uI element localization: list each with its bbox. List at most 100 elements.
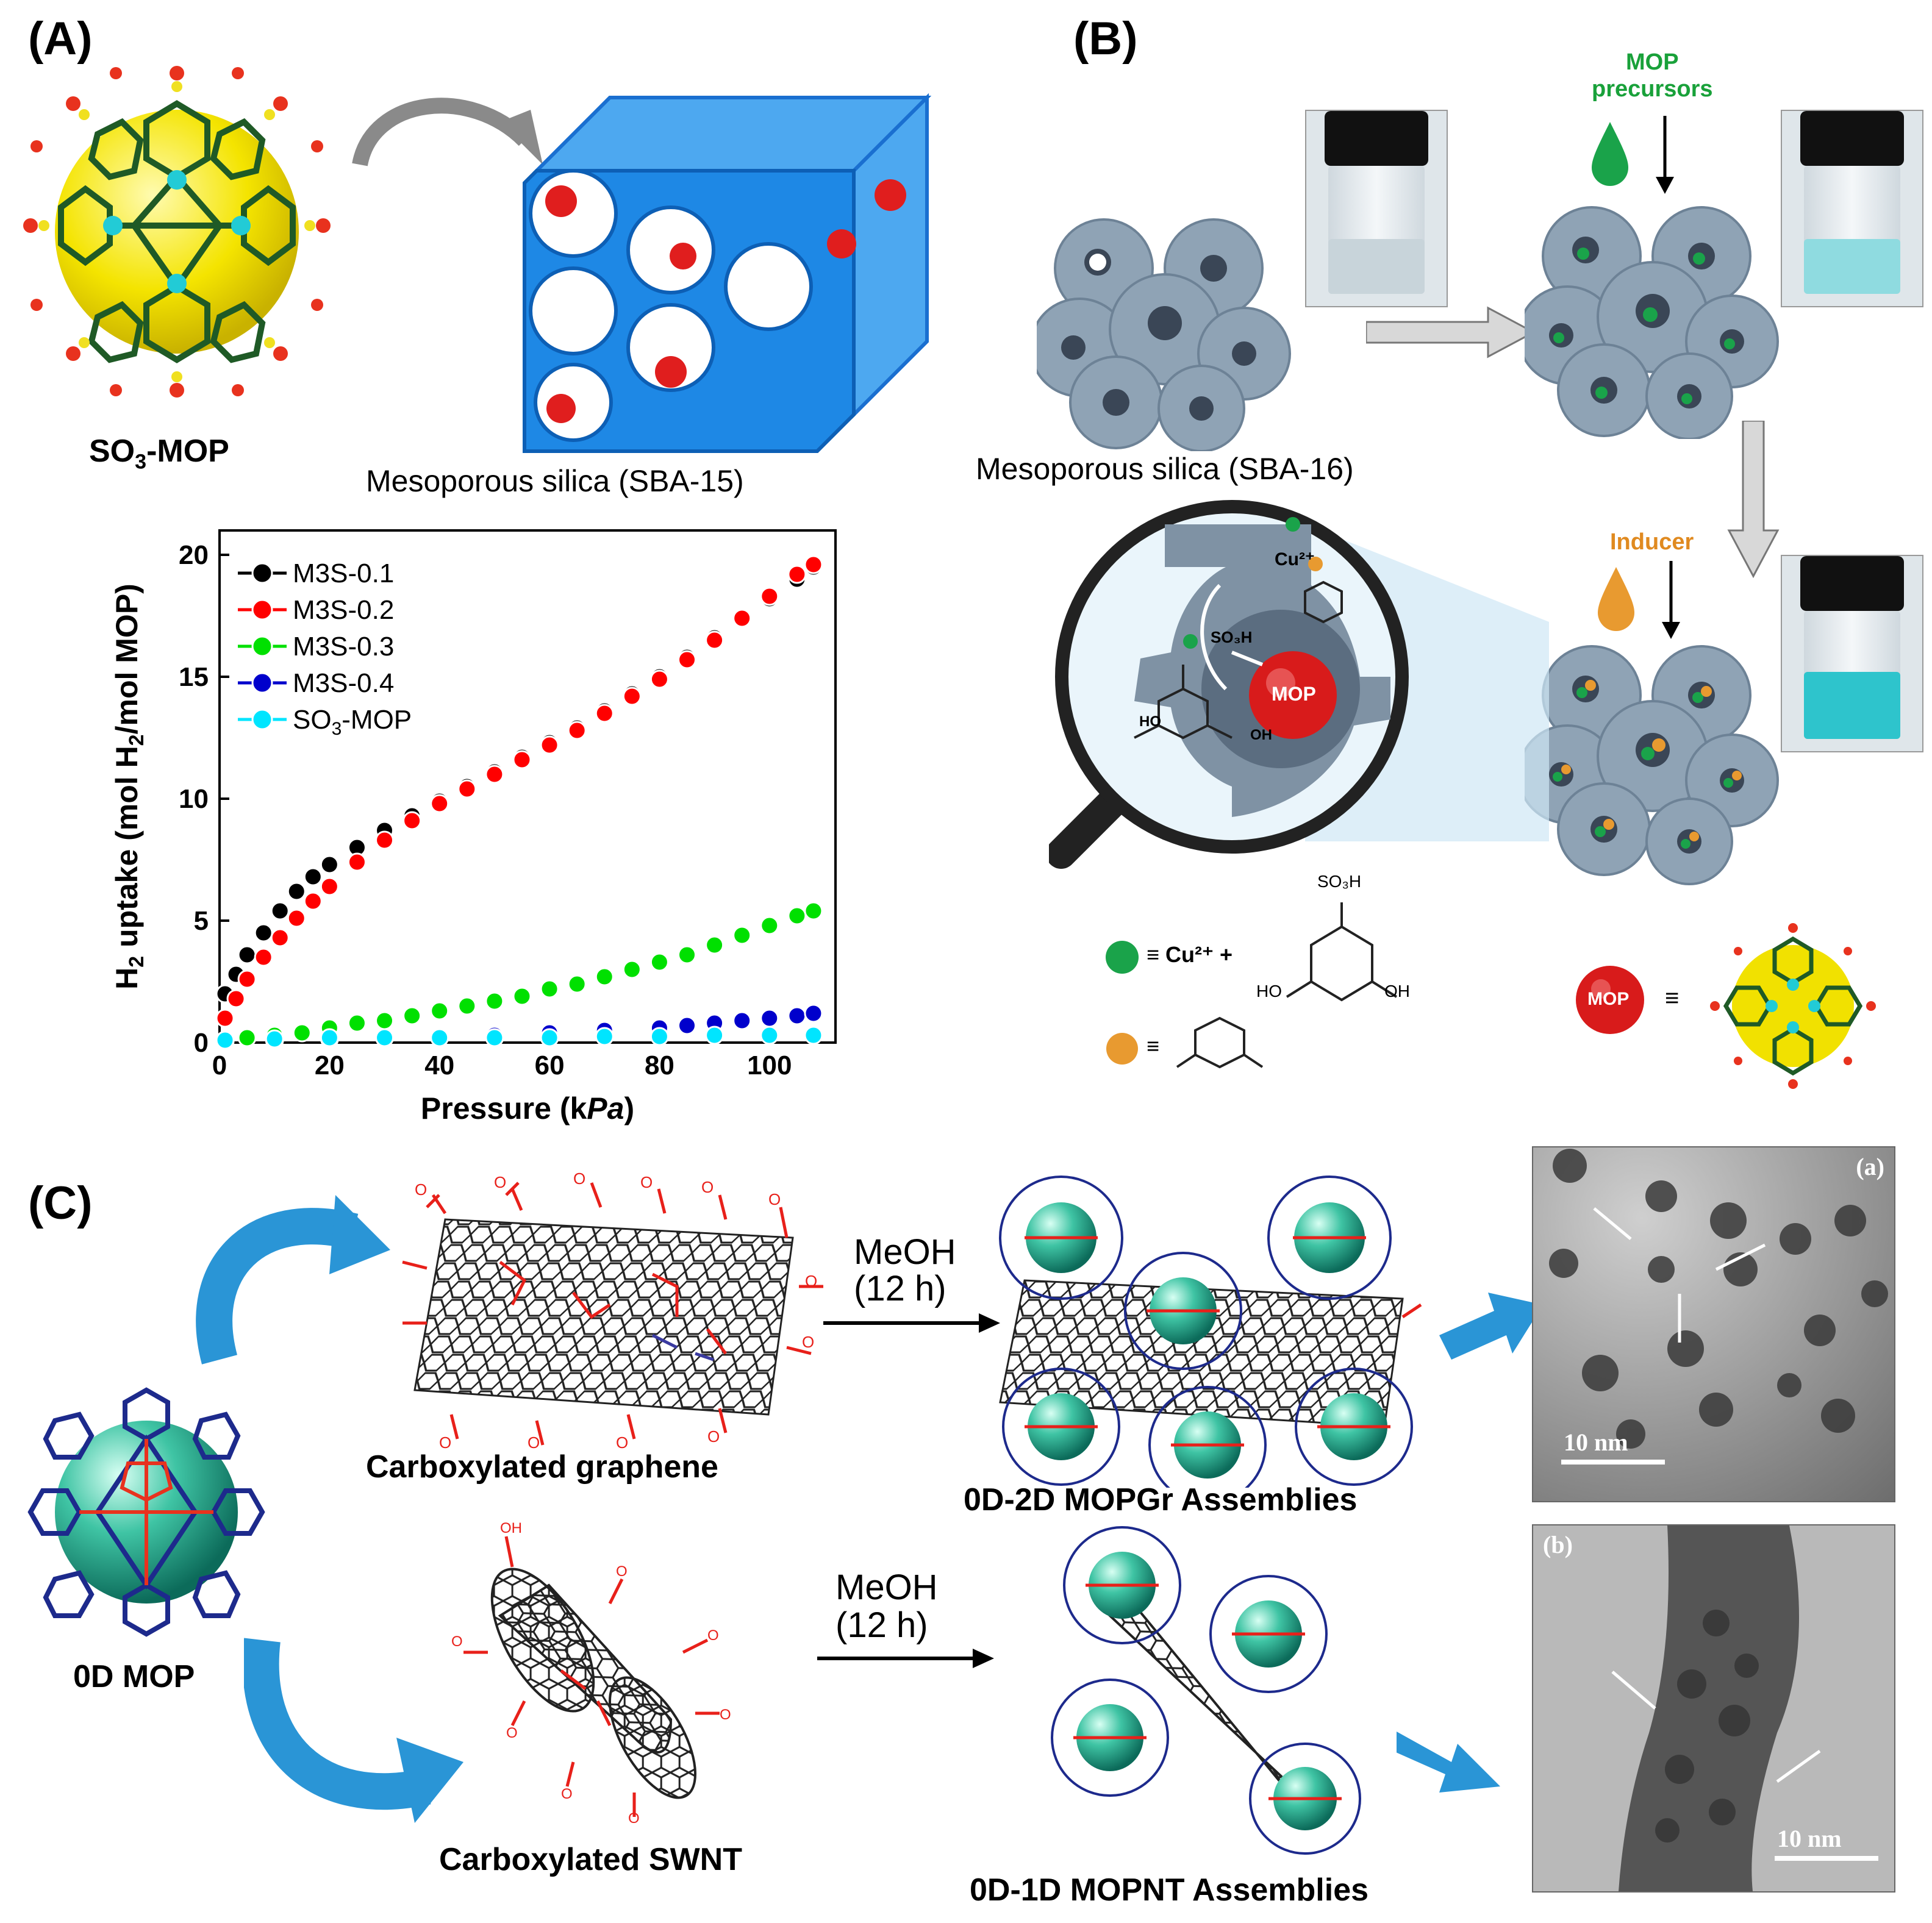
- isophthalic-acid-structure: [1286, 902, 1398, 1002]
- svg-text:O: O: [528, 1433, 540, 1451]
- reaction-arrow-1-icon: [823, 1313, 1000, 1333]
- data-point: [215, 1008, 235, 1028]
- data-point: [402, 1006, 422, 1026]
- curved-arrow-up-icon: [196, 1195, 390, 1365]
- vial-precursors: [1781, 110, 1923, 307]
- x-tick-label: 0: [212, 1051, 227, 1080]
- svg-text:O: O: [616, 1433, 628, 1451]
- mopgr-assembly-label: 0D-2D MOPGr Assemblies: [964, 1482, 1358, 1518]
- svg-text:O: O: [561, 1786, 573, 1802]
- tem-image-a: (a) 10 nm: [1532, 1146, 1895, 1502]
- carboxylated-swnt-label: Carboxylated SWNT: [439, 1842, 742, 1877]
- data-point: [270, 928, 290, 947]
- series-3: [215, 901, 823, 1050]
- svg-text:O: O: [701, 1178, 714, 1196]
- data-point: [320, 1028, 339, 1047]
- key-oh-label: OH: [1384, 982, 1410, 1001]
- legend-label: M3S-0.2: [293, 595, 394, 625]
- data-point: [430, 1001, 449, 1021]
- data-point: [760, 916, 779, 935]
- svg-text:O: O: [805, 1272, 817, 1290]
- tem-a-scale-label: 10 nm: [1564, 1429, 1628, 1456]
- magnifier-so3h-label: SO₃H: [1211, 628, 1253, 646]
- svg-text:O: O: [640, 1173, 653, 1191]
- data-point: [540, 1028, 559, 1047]
- data-point: [347, 1013, 367, 1033]
- data-point: [430, 794, 449, 813]
- svg-text:O: O: [802, 1333, 814, 1351]
- y-axis-label: H2 uptake (mol H2/mol MOP): [110, 583, 148, 990]
- svg-text:O: O: [573, 1171, 585, 1188]
- data-point: [595, 704, 614, 723]
- legend-label: SO3-MOP: [293, 705, 412, 739]
- magnifier-oh-label: OH: [1250, 727, 1272, 743]
- data-point: [254, 947, 273, 967]
- reaction-arrow-2-icon: [817, 1649, 994, 1668]
- data-point: [254, 923, 273, 943]
- legend-label: M3S-0.3: [293, 632, 394, 662]
- key-green-dot-icon: [1106, 941, 1139, 974]
- key-so3-mop-cage-icon: [1710, 923, 1876, 1089]
- svg-text:O: O: [616, 1563, 628, 1580]
- data-point: [457, 996, 477, 1016]
- data-point: [804, 1004, 823, 1023]
- plot-frame: [218, 529, 837, 1044]
- data-point: [540, 979, 559, 999]
- mopnt-assembly-illustration: [1051, 1526, 1361, 1855]
- data-point: [705, 935, 724, 955]
- tem-b-tag: (b): [1543, 1531, 1573, 1558]
- data-point: [287, 908, 306, 928]
- sba16-silica-loaded: [1525, 206, 1779, 439]
- curved-arrow-icon: [352, 98, 543, 166]
- data-point: [430, 1028, 449, 1047]
- sba16-silica-empty: [1037, 218, 1291, 451]
- data-point: [760, 587, 779, 606]
- data-point: [732, 608, 752, 628]
- legend-label: M3S-0.4: [293, 668, 394, 698]
- data-point: [237, 1028, 257, 1047]
- so3-mop-cage-illustration: [23, 66, 331, 398]
- data-point: [265, 1029, 284, 1049]
- inducer-label: Inducer: [1610, 529, 1694, 555]
- data-point: [237, 969, 257, 989]
- data-point: [678, 945, 697, 965]
- data-point: [595, 1027, 614, 1046]
- svg-text:OH: OH: [500, 1520, 522, 1536]
- svg-text:O: O: [707, 1627, 719, 1644]
- panel-a-label: (A): [28, 13, 93, 65]
- data-point: [375, 1028, 395, 1047]
- data-point: [226, 989, 246, 1008]
- data-point: [292, 1023, 312, 1043]
- series-5: [215, 1026, 823, 1050]
- x-tick-label: 100: [747, 1051, 792, 1080]
- mopgr-assembly-illustration: [999, 1176, 1422, 1488]
- data-point: [595, 967, 614, 986]
- key-ho-label: HO: [1256, 982, 1282, 1001]
- chart-series: [215, 555, 823, 1051]
- data-point: [485, 765, 504, 784]
- tem-a-scale-bar: [1561, 1460, 1665, 1465]
- tem-a-tag: (a): [1856, 1153, 1884, 1180]
- panel-c-label: (C): [28, 1177, 93, 1229]
- magnifier-mop-label: MOP: [1272, 683, 1316, 705]
- cu-ion-label: Cu²⁺: [1275, 549, 1315, 569]
- data-point: [540, 735, 559, 755]
- data-point: [760, 1026, 779, 1045]
- legend-marker: [251, 708, 273, 730]
- y-tick-label: 5: [194, 906, 209, 936]
- data-point: [567, 974, 587, 994]
- sba15-label: Mesoporous silica (SBA-15): [366, 464, 744, 498]
- key-mop-ball-label: MOP: [1587, 989, 1630, 1009]
- data-point: [512, 750, 532, 769]
- lutidine-structure: [1176, 1016, 1264, 1069]
- data-point: [320, 855, 339, 874]
- data-point: [649, 669, 669, 689]
- y-tick-label: 20: [179, 540, 209, 570]
- data-point: [270, 901, 290, 921]
